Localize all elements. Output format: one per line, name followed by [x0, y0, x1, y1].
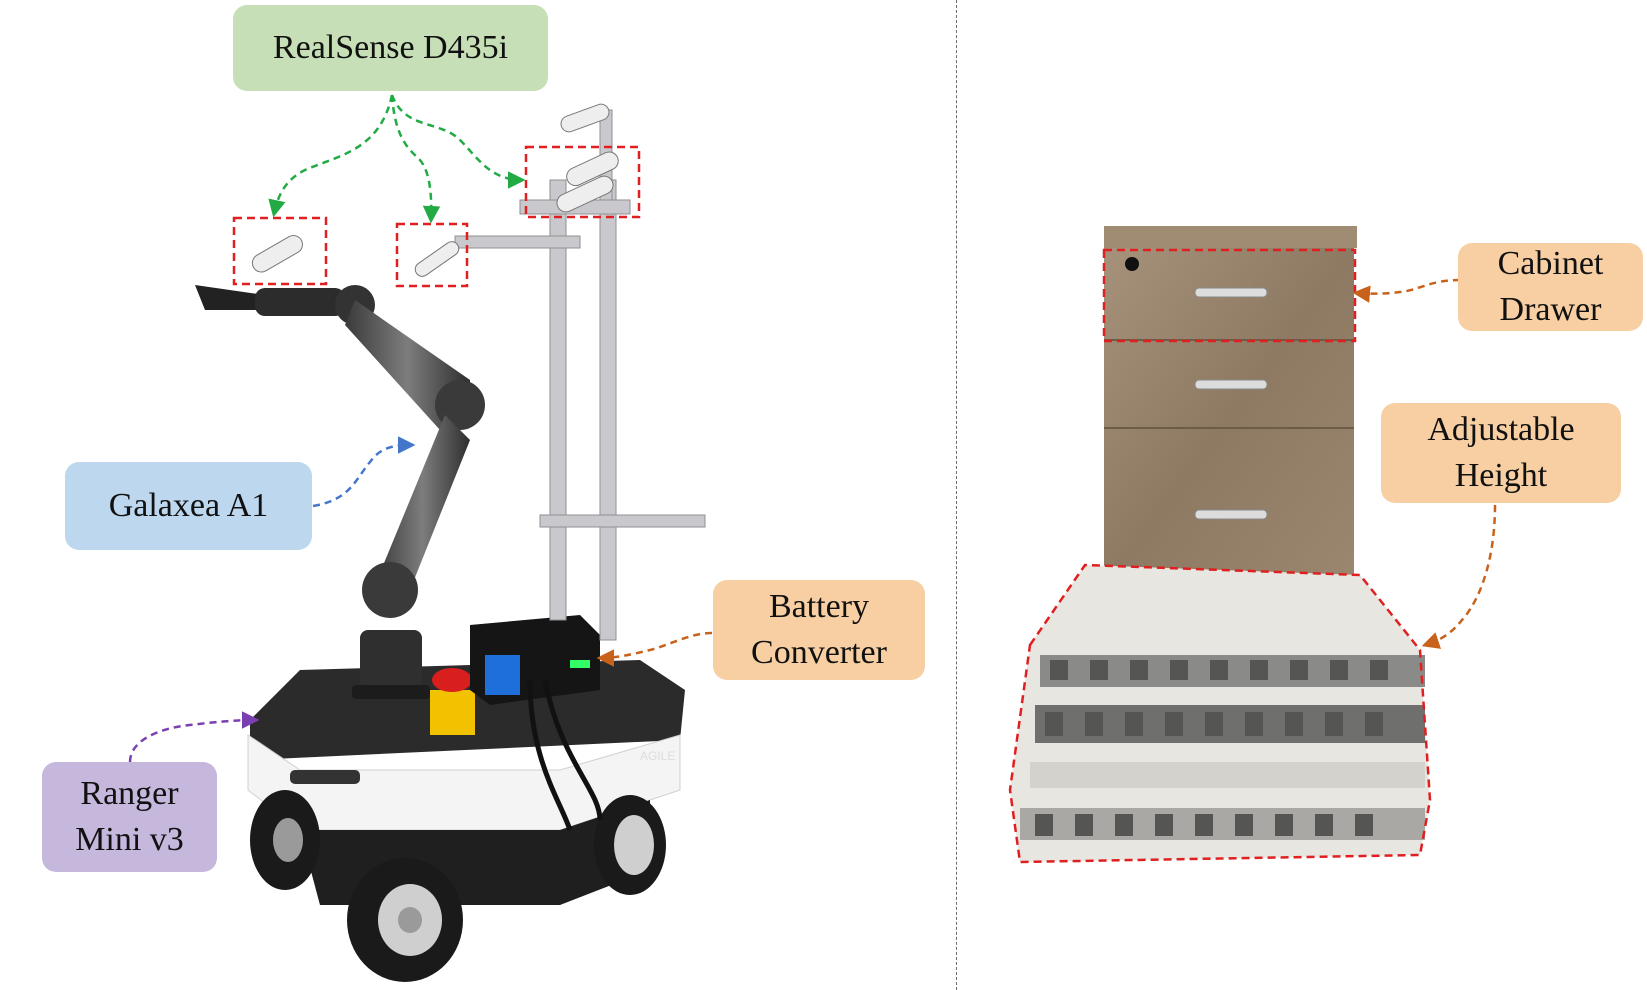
camera-highlight-boxes: [232, 145, 641, 288]
wheel-rear-left: [250, 790, 320, 890]
arrow-camera-to-side: [390, 94, 441, 224]
label-base: Ranger Mini v3: [75, 775, 184, 858]
emergency-stop-housing: [430, 690, 475, 735]
label-box-arm: Galaxea A1: [65, 462, 312, 550]
arrow-arm: [312, 436, 416, 508]
arrow-base: [128, 711, 260, 763]
foam-mat-stack-illustration: [1008, 563, 1432, 864]
arrow-camera-to-top: [390, 94, 526, 189]
camera-wrist-icon: [251, 235, 303, 273]
robot-arm-illustration: [195, 285, 485, 699]
wheel-front-right: [594, 795, 666, 895]
cabinet-lock-icon: [1125, 257, 1139, 271]
status-led-icon: [570, 660, 590, 668]
wheel-front-left: [347, 858, 463, 982]
label-battery: Battery Converter: [751, 588, 887, 671]
highlight-outline-mats: [1008, 563, 1432, 864]
aluminum-frame: [454, 109, 706, 641]
cabinet-top: [1104, 226, 1357, 248]
drawer-handle-middle: [1194, 379, 1268, 390]
label-drawer: Cabinet Drawer: [1497, 245, 1604, 328]
arrow-battery: [596, 631, 713, 667]
cabinet-illustration: [1102, 226, 1357, 621]
arrow-camera-to-wrist: [268, 94, 394, 218]
arrow-height: [1421, 504, 1497, 649]
label-box-base: Ranger Mini v3: [42, 762, 217, 872]
cabinet-body: [1104, 248, 1354, 588]
label-box-battery: Battery Converter: [713, 580, 925, 680]
highlight-box-wrist-camera: [232, 216, 328, 286]
label-arm: Galaxea A1: [108, 487, 269, 524]
camera-side-icon: [414, 241, 460, 277]
drawer-handle-bottom: [1194, 509, 1268, 520]
label-height: Adjustable Height: [1427, 411, 1575, 494]
robot-brand-text: AGILE: [640, 749, 675, 763]
camera-top-icon: [556, 103, 619, 213]
highlight-box-top-camera: [524, 145, 641, 219]
highlight-box-drawer: [1102, 248, 1357, 343]
label-box-drawer: Cabinet Drawer: [1458, 243, 1643, 331]
emergency-stop-icon: [432, 668, 472, 692]
drawer-handle-top: [1194, 287, 1268, 298]
label-camera: RealSense D435i: [272, 29, 509, 66]
label-box-camera: RealSense D435i: [233, 5, 548, 91]
arrow-drawer: [1352, 278, 1461, 303]
label-box-height: Adjustable Height: [1381, 403, 1621, 503]
mobile-manipulator-robot-illustration: AGILE: [195, 103, 706, 982]
panel-divider: [956, 0, 957, 990]
